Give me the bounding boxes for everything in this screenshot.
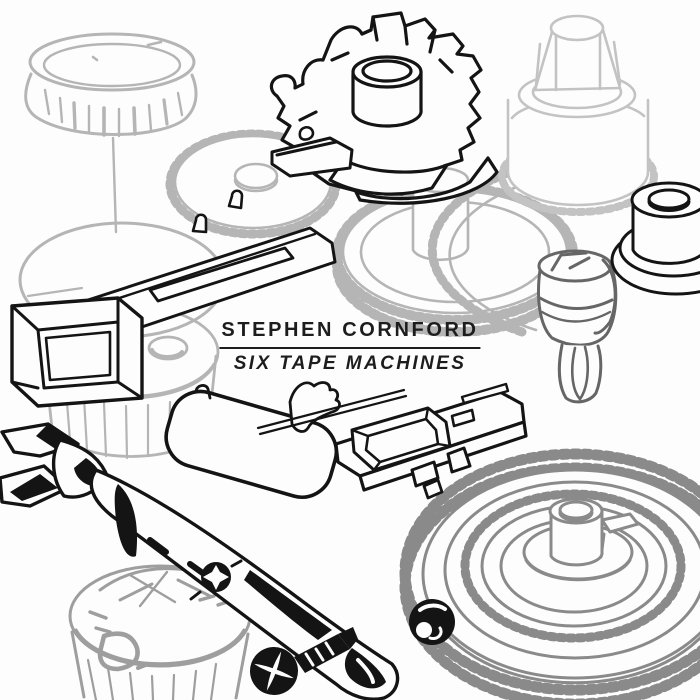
title-block: STEPHEN CORNFORD SIX TAPE MACHINES <box>219 319 481 375</box>
phillips-screw-icon <box>250 627 358 695</box>
carriage-rail-icon <box>164 381 528 500</box>
screw-head-on-gear-icon <box>409 599 455 645</box>
ribbed-knob-icon <box>24 32 198 234</box>
lever-arm-icon <box>0 422 400 700</box>
artist-name: STEPHEN CORNFORD <box>221 319 479 341</box>
flanged-bushing-icon <box>610 181 700 296</box>
title-divider <box>219 347 481 349</box>
head-bracket-icon <box>10 126 354 408</box>
capstan-cone-gear-icon <box>498 14 658 216</box>
large-gear-bottom-icon <box>399 448 700 700</box>
album-title: SIX TAPE MACHINES <box>233 353 467 374</box>
roller-knob-icon <box>537 249 618 404</box>
